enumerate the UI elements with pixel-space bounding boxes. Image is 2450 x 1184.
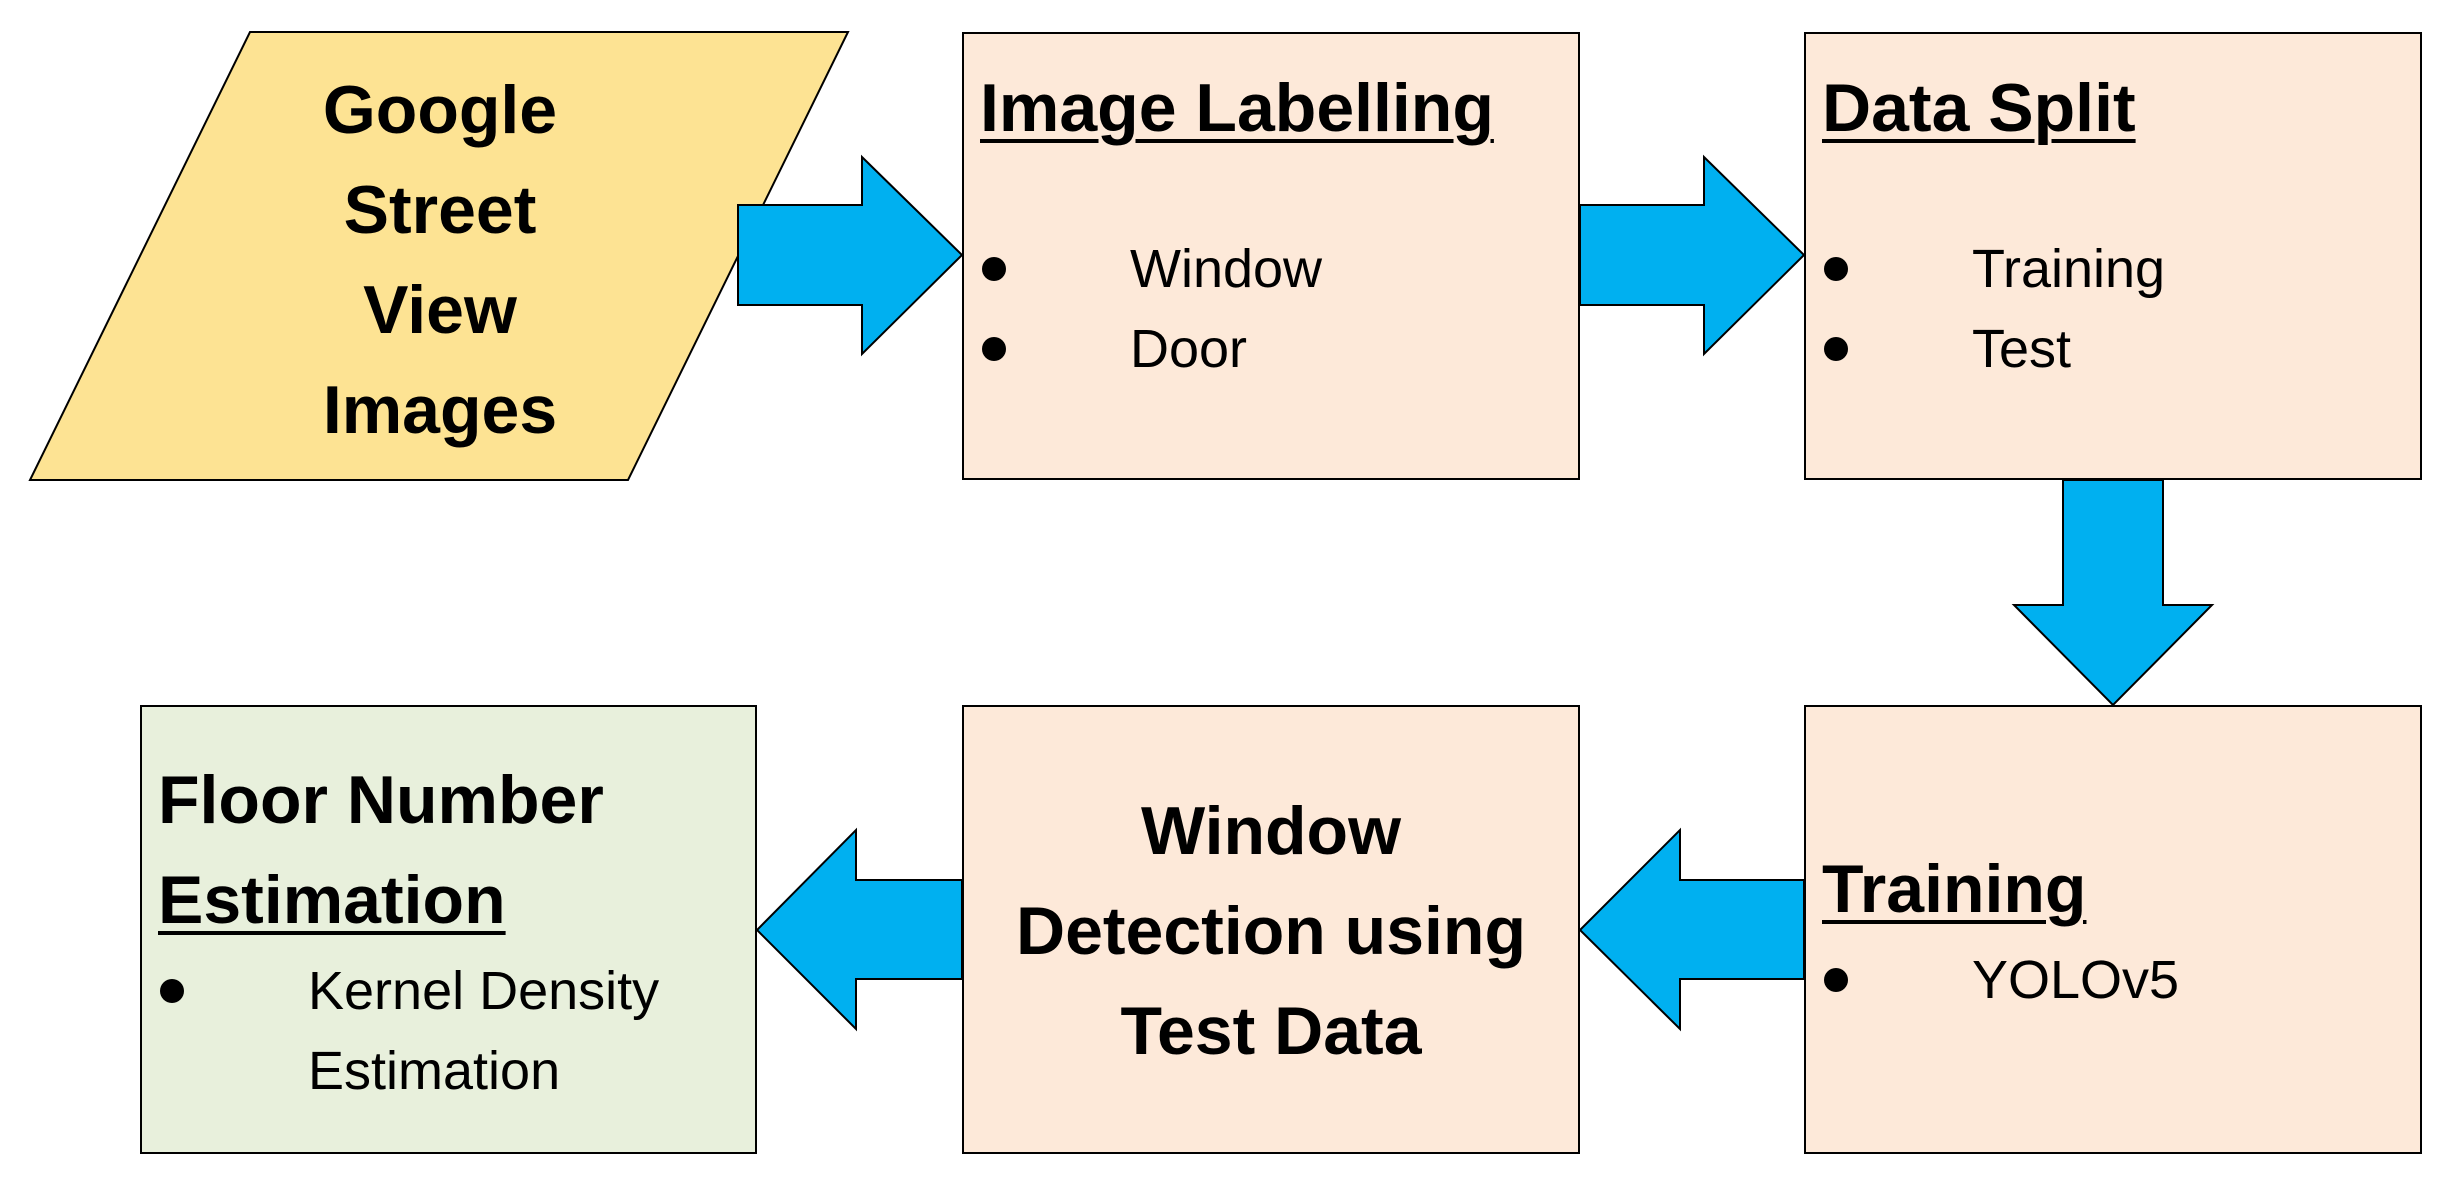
window-detection-title: Window Detection using Test Data bbox=[964, 781, 1578, 1081]
bullet-icon bbox=[160, 979, 184, 1003]
image-labelling-list: Window Door bbox=[980, 229, 1322, 389]
arrow-left-2 bbox=[755, 827, 963, 1032]
bullet-icon bbox=[982, 257, 1006, 281]
list-item: YOLOv5 bbox=[1822, 940, 2179, 1020]
list-item: Training bbox=[1822, 229, 2165, 309]
list-item-label: Training bbox=[1972, 239, 2166, 299]
input-label: Google Street View Images bbox=[250, 60, 630, 460]
bullet-icon bbox=[1824, 337, 1848, 361]
arrow-down bbox=[2011, 479, 2215, 707]
list-item: Door bbox=[980, 309, 1322, 389]
list-item-label: Estimation bbox=[308, 1041, 561, 1101]
data-split-box: Data Split Training Test bbox=[1804, 32, 2422, 480]
window-detection-line: Window bbox=[1141, 793, 1401, 869]
input-line: View bbox=[363, 272, 517, 348]
floor-number-title-line1: Floor Number bbox=[158, 762, 604, 838]
arrow-right-2 bbox=[1579, 154, 1806, 357]
image-labelling-title: Image Labelling bbox=[980, 70, 1494, 146]
list-item-label: Door bbox=[1130, 319, 1248, 379]
training-list: YOLOv5 bbox=[1822, 940, 2179, 1020]
training-box: Training YOLOv5 bbox=[1804, 705, 2422, 1154]
window-detection-line: Test Data bbox=[1120, 993, 1422, 1069]
bullet-icon bbox=[982, 337, 1006, 361]
training-title: Training bbox=[1822, 851, 2087, 927]
input-line: Google bbox=[322, 72, 558, 148]
input-parallelogram bbox=[28, 31, 850, 481]
list-item-label: Kernel Density bbox=[308, 961, 660, 1021]
window-detection-line: Detection using bbox=[1015, 893, 1527, 969]
list-item-label: Window bbox=[1130, 239, 1323, 299]
data-split-list: Training Test bbox=[1822, 229, 2165, 389]
floor-number-title-line2: Estimation bbox=[158, 862, 506, 938]
window-detection-box: Window Detection using Test Data bbox=[962, 705, 1580, 1154]
input-line: Street bbox=[343, 172, 537, 248]
list-item: Window bbox=[980, 229, 1322, 309]
image-labelling-box: Image Labelling Window Door bbox=[962, 32, 1580, 480]
bullet-icon bbox=[1824, 257, 1848, 281]
arrow-right-1 bbox=[737, 154, 964, 357]
input-line: Images bbox=[322, 372, 558, 448]
data-split-title: Data Split bbox=[1822, 70, 2136, 146]
list-item-label: Test bbox=[1972, 319, 2072, 379]
list-item-label: YOLOv5 bbox=[1972, 950, 2180, 1010]
bullet-icon bbox=[1824, 968, 1848, 992]
list-item: Test bbox=[1822, 309, 2165, 389]
arrow-left-1 bbox=[1578, 827, 1805, 1032]
